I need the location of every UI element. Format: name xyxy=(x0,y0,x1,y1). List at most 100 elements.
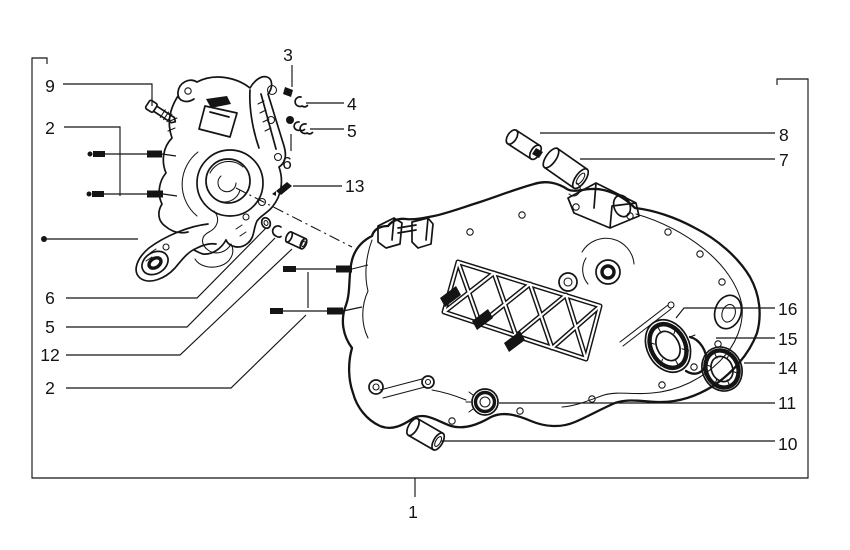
crankcase-right-half xyxy=(341,181,761,430)
grommet-ring xyxy=(473,390,497,414)
part-9-screw xyxy=(144,99,177,124)
right-case-outline xyxy=(341,181,761,430)
part-2-stud-lower-mid xyxy=(270,306,363,315)
part-6-top-bolt xyxy=(286,116,294,124)
left-case-intake-slot xyxy=(206,96,231,108)
callout-leader-lines xyxy=(41,65,775,497)
bolt-hole xyxy=(184,87,192,95)
bolt-hole xyxy=(448,417,456,425)
left-case-bolt-holes xyxy=(162,84,283,251)
leader-5-bottom xyxy=(66,237,276,328)
part-8-clip xyxy=(532,148,543,158)
stud-thread xyxy=(327,307,343,315)
right-case-lower-linkage xyxy=(368,375,467,401)
bolt-hole xyxy=(273,152,283,162)
right-case-gasket-line xyxy=(362,213,743,408)
grommet-outer xyxy=(471,388,499,416)
bolt-hole xyxy=(718,278,726,286)
bearing-cage-spokes xyxy=(647,325,690,367)
frame-border xyxy=(31,57,809,479)
stud-thread xyxy=(147,150,162,158)
bearing-outer-ring xyxy=(701,346,743,392)
part-2-stud-upper-left xyxy=(87,150,177,158)
stud-thread xyxy=(283,266,296,272)
right-case-shift-rod xyxy=(619,304,672,347)
leader-16 xyxy=(675,307,775,319)
callout-label-7: 7 xyxy=(779,150,789,170)
callout-label-8: 8 xyxy=(779,125,789,145)
callout-label-5-bottom: 5 xyxy=(45,317,55,337)
left-case-housing-ring xyxy=(196,149,264,217)
part-6-bottom-washer xyxy=(260,216,272,230)
right-case-bolt-holes xyxy=(448,203,726,425)
bolt-hole xyxy=(466,228,474,236)
bolt-hole xyxy=(664,228,672,236)
snap-ring-ends xyxy=(685,334,696,374)
leader-2-bottom xyxy=(66,314,307,389)
bolt-hole xyxy=(696,250,704,258)
bearing-outer-ring xyxy=(644,318,692,374)
stud-thread xyxy=(270,308,283,314)
cylinder-body xyxy=(543,147,588,189)
linkage-eye-hole xyxy=(372,383,380,391)
part-2-stud-upper-mid xyxy=(283,264,369,273)
linkage-eye xyxy=(421,375,435,389)
bolt-hole xyxy=(266,84,278,96)
left-case-lower-arm xyxy=(135,223,227,282)
stud-thread xyxy=(147,190,163,198)
part-14-bearing xyxy=(701,346,743,392)
right-case-rib-truss xyxy=(441,259,603,362)
bolt-hole xyxy=(572,203,580,211)
bolt-hole xyxy=(242,213,250,221)
callout-label-2-bottom: 2 xyxy=(45,378,55,398)
left-case-bottom-detail xyxy=(194,210,234,268)
stud-lead xyxy=(342,306,363,312)
right-case-crank-recess xyxy=(595,259,621,285)
right-case-recess-arcs xyxy=(581,237,635,285)
stud-lead xyxy=(161,153,177,157)
right-case-output-bore-inner xyxy=(721,303,736,323)
crankcase-left-half xyxy=(135,75,287,282)
screw-threads xyxy=(159,109,173,123)
cylinder-end xyxy=(406,417,420,437)
right-case-rib-shadows xyxy=(440,286,525,352)
bolt-hole xyxy=(162,243,170,251)
cylinder-body xyxy=(285,231,307,250)
callout-label-13: 13 xyxy=(345,176,364,196)
right-case-boss-hole xyxy=(563,277,573,287)
washer-hole xyxy=(263,220,269,226)
part-11-grommet xyxy=(465,388,499,416)
screw-shaft xyxy=(152,105,177,124)
shift-rod-end xyxy=(667,301,675,309)
part-5-bottom-circlip xyxy=(271,225,282,238)
stud-thread xyxy=(92,191,104,197)
left-case-arm-boss xyxy=(141,250,169,276)
right-case-output-bore xyxy=(713,294,743,330)
leader-9 xyxy=(63,83,153,106)
screw-head xyxy=(144,99,158,113)
callout-label-6-top: 6 xyxy=(282,153,292,173)
cylinder-end xyxy=(431,432,446,451)
callout-labels: 9 2 3 4 5 6 13 8 7 16 15 14 11 10 6 5 12… xyxy=(40,45,797,522)
right-case-cable-clamp xyxy=(377,217,434,249)
cylinder-body xyxy=(407,417,444,451)
bolt-hole xyxy=(518,211,526,219)
right-case-boss xyxy=(558,272,578,292)
bearing-cage-spokes xyxy=(703,351,741,387)
callout-label-10: 10 xyxy=(778,434,798,454)
linkage-rods xyxy=(379,378,467,401)
callout-label-14: 14 xyxy=(778,358,798,378)
stud-thread xyxy=(93,151,105,157)
leader-12 xyxy=(66,248,293,356)
part-16-bearing xyxy=(644,318,692,374)
part-4-circlip xyxy=(294,96,309,108)
part-2-stud-lower-left xyxy=(86,190,178,198)
stud-lead xyxy=(162,193,178,197)
callout-label-1: 1 xyxy=(408,502,418,522)
part-12-bushing xyxy=(284,231,308,250)
part-13-pin xyxy=(272,182,292,196)
cylinder-end xyxy=(284,231,294,243)
bolt-hole xyxy=(690,363,698,371)
left-case-crank-bore xyxy=(205,158,251,204)
